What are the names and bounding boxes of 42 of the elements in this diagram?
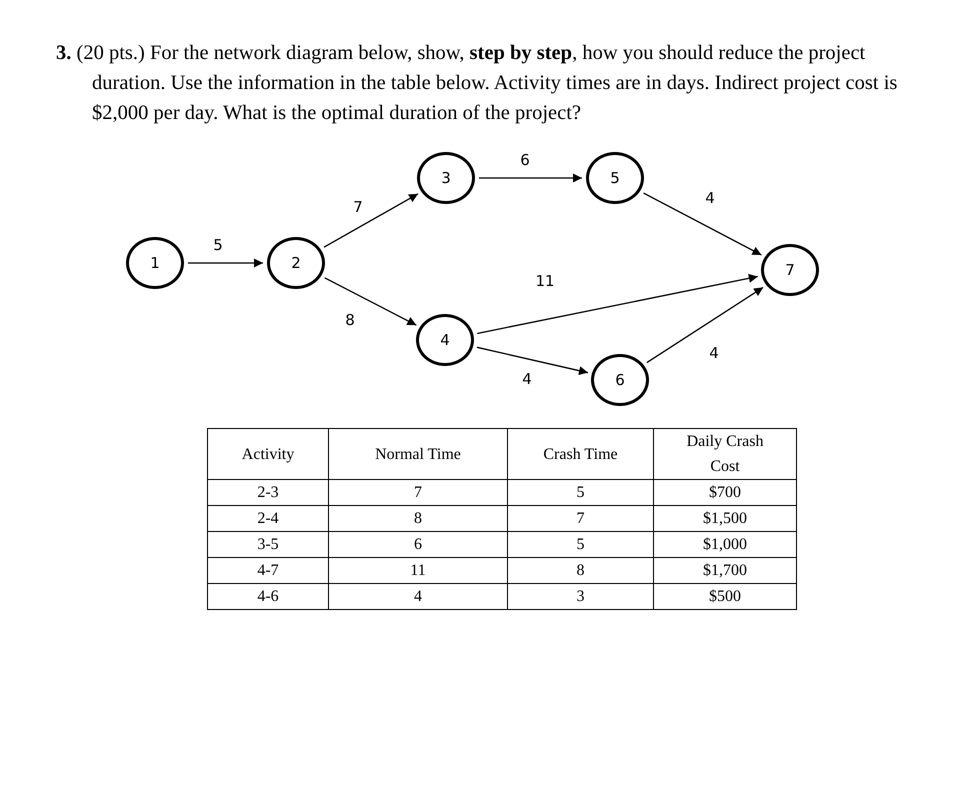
event-circle: 2 [267, 237, 325, 289]
table-value: $1,000 [703, 535, 747, 555]
arrow [324, 277, 417, 326]
arrow [324, 193, 418, 248]
arrow [479, 174, 582, 182]
table-value: 8 [576, 561, 584, 581]
column-header: Activity [242, 444, 294, 464]
table-value: 3 [576, 587, 584, 607]
table-value: 8 [414, 509, 422, 529]
arrow [646, 286, 764, 364]
table-value: $1,500 [703, 509, 747, 529]
table-value: 6 [414, 535, 422, 555]
table-value: $500 [709, 587, 741, 607]
table-value: $1,700 [703, 561, 747, 581]
table-value: 3-5 [257, 535, 279, 555]
table-value: 5 [576, 535, 584, 555]
event-circle: 5 [586, 152, 644, 204]
event-circle: 3 [417, 152, 475, 204]
column-header: Daily Crash Cost [686, 432, 764, 477]
column-header: Normal Time [375, 444, 461, 464]
event-circle: 7 [761, 244, 819, 296]
arrow [188, 258, 263, 268]
table-value: 2-4 [257, 509, 279, 529]
table-value: 4-6 [257, 587, 279, 607]
table-value: 7 [576, 509, 584, 529]
event-circle: 4 [416, 314, 474, 366]
event-circle: 6 [591, 354, 649, 406]
arrow [643, 192, 762, 256]
table-value: 4 [414, 587, 422, 607]
arrow [476, 346, 588, 376]
column-header: Crash Time [543, 444, 618, 464]
edge-label: 6 [518, 152, 532, 168]
table-value: 2-3 [257, 483, 279, 503]
table-value: 7 [414, 483, 422, 503]
question-text: 3. (20 pts.) For the network diagram below, show, step by step, how you should reduce the project duration. Use the information in the table below. Activity times are in days. Indirect project cost is $2,000 per day. What is the optimal duration of the project? [56, 41, 898, 126]
table-value: $700 [709, 483, 741, 503]
table-value: 11 [410, 561, 426, 581]
event-circle: 1 [126, 237, 184, 289]
arrow [477, 274, 758, 334]
table-value: 5 [576, 483, 584, 503]
table-value: 4-7 [257, 561, 279, 581]
edge-label: 8 [343, 312, 357, 328]
